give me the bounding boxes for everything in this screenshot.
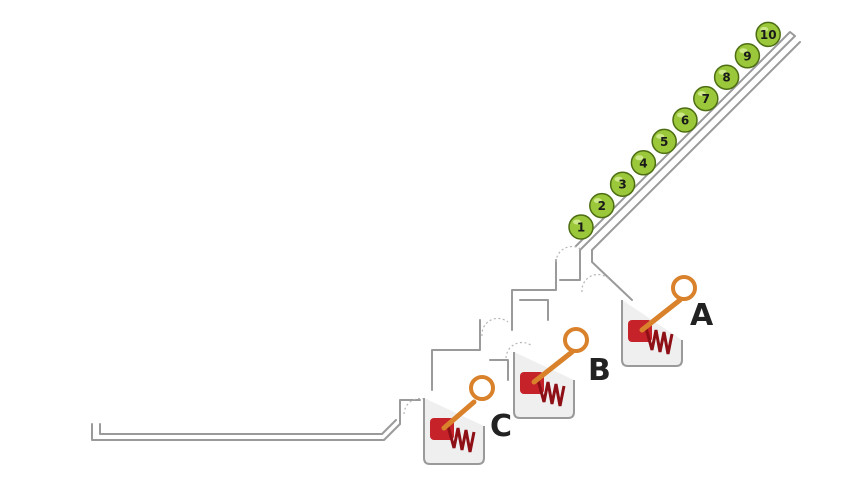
ball-number: 2 (598, 199, 606, 213)
trigger-a (621, 275, 697, 367)
trigger-a-spring (644, 327, 674, 355)
ball: 5 (651, 128, 677, 155)
trigger-b-label: B (588, 353, 611, 388)
trigger-c-rod (441, 399, 477, 431)
trigger-c-spring (446, 425, 476, 453)
trigger-a-label: A (690, 298, 714, 333)
trigger-c (423, 375, 495, 465)
trigger-a-ring[interactable] (671, 275, 697, 301)
trigger-a-rod (639, 297, 683, 333)
trigger-c-label: C (490, 409, 512, 444)
ball-highlight (593, 198, 602, 204)
ball-number: 6 (681, 114, 689, 128)
trigger-b-ring[interactable] (563, 327, 589, 353)
incline-track (575, 31, 801, 251)
ball-highlight (739, 48, 748, 54)
trigger-b (513, 327, 589, 419)
ball-number: 9 (743, 49, 751, 63)
trigger-b-rod (531, 349, 575, 385)
trigger-b-spring (536, 379, 566, 407)
ball: 8 (713, 64, 740, 90)
ball-highlight (635, 155, 644, 161)
ball-highlight (718, 69, 727, 75)
ball: 7 (693, 85, 719, 112)
ball-number: 7 (702, 92, 710, 106)
ball-number: 10 (760, 28, 777, 42)
ball-number: 5 (660, 135, 668, 149)
ball: 4 (630, 150, 657, 176)
ball-highlight (697, 91, 706, 97)
ball-highlight (760, 26, 769, 32)
ball-number: 3 (618, 178, 626, 192)
ball-highlight (573, 219, 581, 225)
ball: 10 (755, 21, 781, 48)
ball: 6 (672, 107, 698, 133)
ball-number: 1 (577, 221, 585, 235)
ball: 2 (589, 192, 615, 219)
ball-highlight (614, 176, 623, 182)
ball-highlight (656, 133, 665, 139)
trigger-c-ring[interactable] (469, 375, 495, 401)
stair-track (399, 249, 633, 425)
ball-highlight (677, 112, 685, 118)
ball: 1 (568, 214, 594, 240)
floor-track (91, 419, 401, 441)
ball: 9 (734, 43, 761, 69)
ball: 3 (609, 171, 636, 197)
ball-number: 8 (722, 71, 730, 85)
ball-number: 4 (639, 156, 647, 170)
